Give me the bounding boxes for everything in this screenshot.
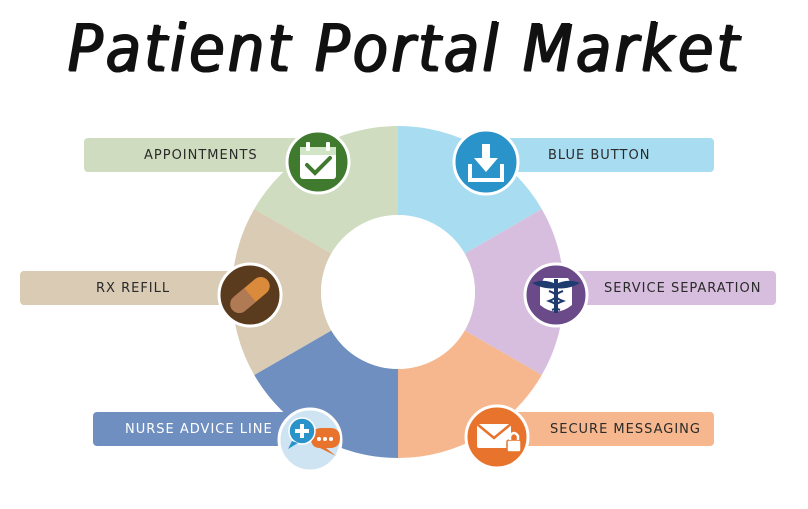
download-icon [452,128,520,196]
pill-capsule-icon [217,262,283,328]
bar-label-appointments: APPOINTMENTS [144,147,258,163]
page-title: Patient Portal Market [66,9,742,87]
bar-nurse-advice-line: NURSE ADVICE LINE [93,412,313,446]
bar-appointments: APPOINTMENTS [84,138,324,172]
ring-center [321,215,475,369]
calendar-check-icon [285,129,351,195]
bar-secure-messaging: SECURE MESSAGING [500,412,714,446]
ring-segment-service-separation [464,209,564,375]
chat-bubbles-icon [277,407,343,473]
bar-label-blue-button: BLUE BUTTON [548,147,651,163]
ring-segment-secure-messaging [398,330,542,458]
bar-label-service-separation: SERVICE SEPARATION [604,280,762,296]
bar-label-nurse-advice-line: NURSE ADVICE LINE [125,421,273,437]
caduceus-icon [523,262,589,328]
bar-service-separation: SERVICE SEPARATION [560,271,776,305]
envelope-lock-icon [464,404,530,470]
ring-segment-nurse-advice-line [254,330,398,458]
bar-label-rx-refill: RX REFILL [96,280,171,296]
bar-label-secure-messaging: SECURE MESSAGING [550,421,701,437]
